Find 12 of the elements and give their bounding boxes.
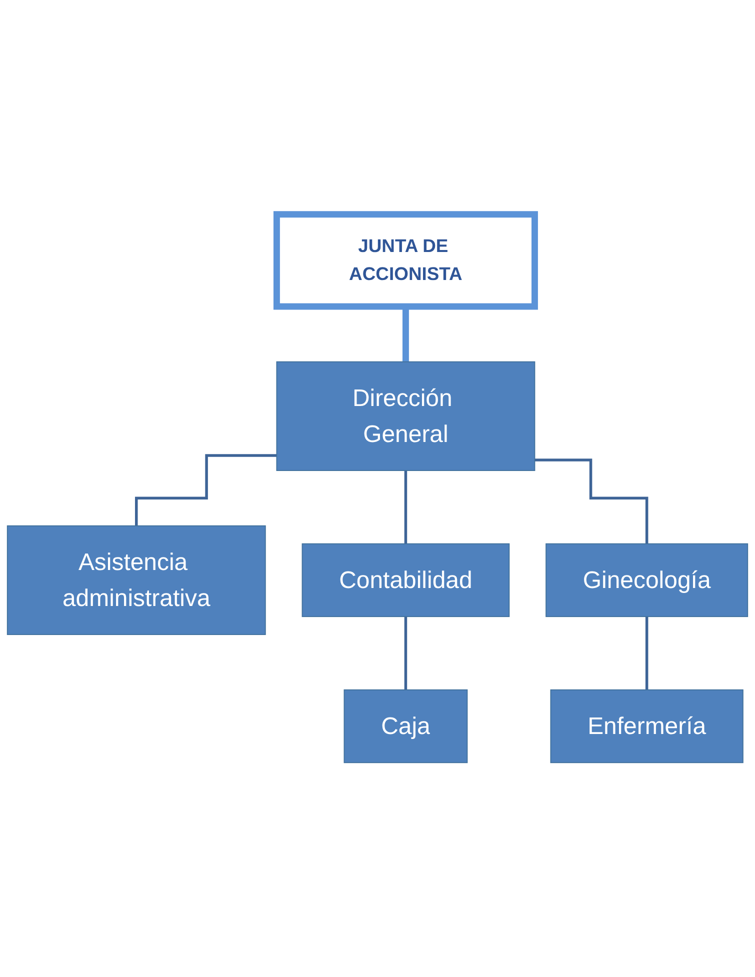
node-box: Asistencia administrativa (6, 525, 266, 636)
node-box: Enfermería (550, 689, 744, 764)
connector (534, 458, 648, 546)
connector (135, 454, 277, 528)
node-box: Caja (344, 689, 468, 764)
connector (645, 615, 648, 692)
connector (404, 469, 408, 546)
connector (404, 615, 408, 692)
node-box: Dirección General (276, 361, 536, 471)
node-box: Contabilidad (302, 543, 510, 618)
node-box: Ginecología (546, 543, 748, 618)
node-box: JUNTA DE ACCIONISTA (273, 211, 538, 310)
